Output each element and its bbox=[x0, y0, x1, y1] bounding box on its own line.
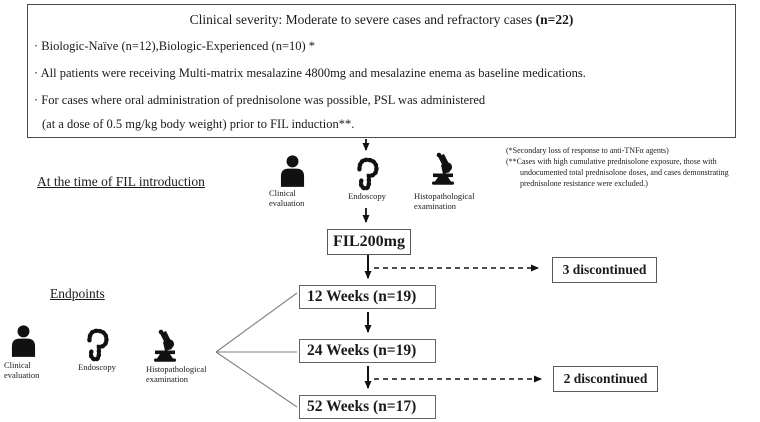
clinical-evaluation-icon-endpoints bbox=[10, 325, 37, 357]
criteria-title-count: (n=22) bbox=[535, 12, 574, 27]
clinical-evaluation-icon-top bbox=[279, 155, 306, 187]
clinical-evaluation-label-top: Clinical evaluation bbox=[269, 188, 305, 208]
criteria-bullet-prednisolone-cont: (at a dose of 0.5 mg/kg body weight) pri… bbox=[42, 117, 355, 131]
histopathology-label-endpoints: Histopathological examination bbox=[146, 364, 207, 384]
week24-box: 24 Weeks (n=19) bbox=[299, 339, 436, 363]
person-icon bbox=[11, 325, 36, 357]
footnote-double-asterisk-line3: prednisolone resistance were excluded.) bbox=[520, 179, 648, 188]
colon-icon bbox=[357, 157, 379, 191]
histopathology-icon-endpoints bbox=[151, 329, 179, 362]
week52-box: 52 Weeks (n=17) bbox=[299, 395, 436, 419]
colon-icon bbox=[87, 328, 109, 362]
footnotes: (*Secondary loss of response to anti-TNF… bbox=[506, 145, 758, 189]
week12-box: 12 Weeks (n=19) bbox=[299, 285, 436, 309]
inclusion-criteria-box: Clinical severity: Moderate to severe ca… bbox=[27, 4, 736, 138]
footnote-single-asterisk: (*Secondary loss of response to anti-TNF… bbox=[506, 146, 669, 155]
criteria-bullet-biologic: · Biologic-Naïve (n=12),Biologic-Experie… bbox=[34, 39, 316, 53]
endoscopy-label-top: Endoscopy bbox=[348, 191, 386, 201]
histopathology-label-top: Histopathological examination bbox=[414, 191, 475, 211]
microscope-icon bbox=[154, 329, 176, 362]
section-label-endpoints: Endpoints bbox=[50, 286, 105, 301]
footnote-double-asterisk-line1: (**Cases with high cumulative prednisolo… bbox=[506, 157, 717, 166]
criteria-title-text: Clinical severity: Moderate to severe ca… bbox=[189, 12, 536, 27]
histopathology-icon-top bbox=[429, 152, 457, 185]
discontinued-2-box: 2 discontinued bbox=[553, 366, 658, 392]
section-label-fil-introduction: At the time of FIL introduction bbox=[37, 174, 205, 189]
endoscopy-icon-top bbox=[352, 157, 382, 191]
microscope-icon bbox=[432, 152, 454, 185]
endoscopy-label-endpoints: Endoscopy bbox=[78, 362, 116, 372]
discontinued-3-box: 3 discontinued bbox=[552, 257, 657, 283]
criteria-bullet-baseline-meds: · All patients were receiving Multi-matr… bbox=[34, 66, 586, 80]
criteria-bullet-prednisolone: · For cases where oral administration of… bbox=[34, 93, 486, 107]
person-icon bbox=[280, 155, 305, 187]
fil-dose-box: FIL200mg bbox=[327, 229, 411, 255]
footnote-double-asterisk-line2: undocumented total prednisolone doses, a… bbox=[520, 168, 729, 177]
criteria-title: Clinical severity: Moderate to severe ca… bbox=[28, 12, 735, 28]
endoscopy-icon-endpoints bbox=[82, 328, 112, 362]
clinical-evaluation-label-endpoints: Clinical evaluation bbox=[4, 360, 40, 380]
